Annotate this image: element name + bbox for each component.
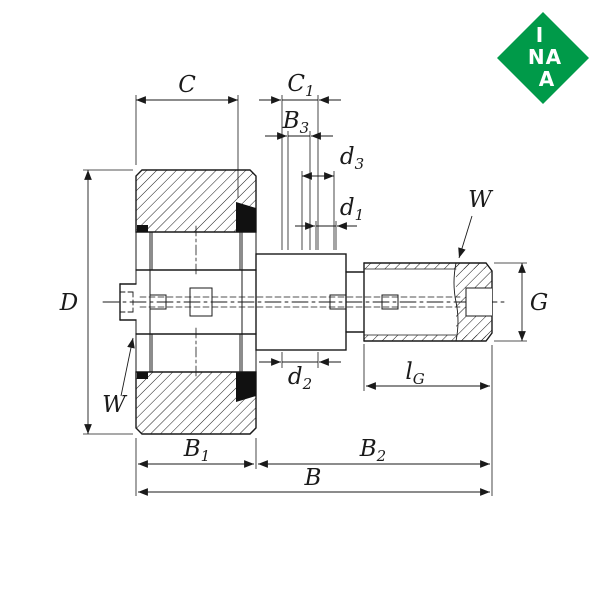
dim-label-d1: d1: [340, 195, 364, 224]
dim-label-b2: B2: [359, 436, 386, 465]
dim-label-d3: d3: [340, 144, 364, 173]
hex-socket-right: [465, 287, 493, 317]
dim-label-b1: B1: [183, 436, 210, 465]
ina-logo-line-1: I: [536, 23, 544, 47]
dim-label-b: B: [304, 465, 322, 491]
dim-label-w-top: W: [468, 187, 494, 213]
ina-logo-line-3: A: [539, 67, 555, 91]
outer-ring-section: [135, 169, 257, 435]
dimension-labels: C C1 B3 d3 d1 W D G d2 lG W B1 B2 B: [59, 71, 548, 491]
dim-label-c: C: [178, 72, 196, 98]
lubrication-duct: [139, 287, 461, 317]
dim-label-lg: lG: [405, 359, 424, 388]
ina-logo-line-2: NA: [528, 45, 562, 69]
ina-logo-diamond: [497, 12, 589, 104]
ina-logo: I NA A: [497, 12, 589, 104]
dim-label-b3: B3: [282, 108, 309, 137]
leader-w-top: [458, 215, 473, 259]
bearing-section-drawing: [102, 169, 506, 435]
dimension-lines: [84, 96, 526, 496]
dim-label-c1: C1: [287, 71, 314, 100]
dim-label-d2: d2: [288, 364, 312, 393]
threaded-stud: [363, 262, 493, 342]
leader-w-bottom: [120, 337, 135, 397]
dim-label-g: G: [530, 290, 548, 316]
hex-socket-left: [119, 291, 134, 313]
seal-rings: [137, 202, 256, 402]
dim-label-w-bottom: W: [102, 392, 128, 418]
dim-label-d-outer: D: [59, 290, 78, 316]
